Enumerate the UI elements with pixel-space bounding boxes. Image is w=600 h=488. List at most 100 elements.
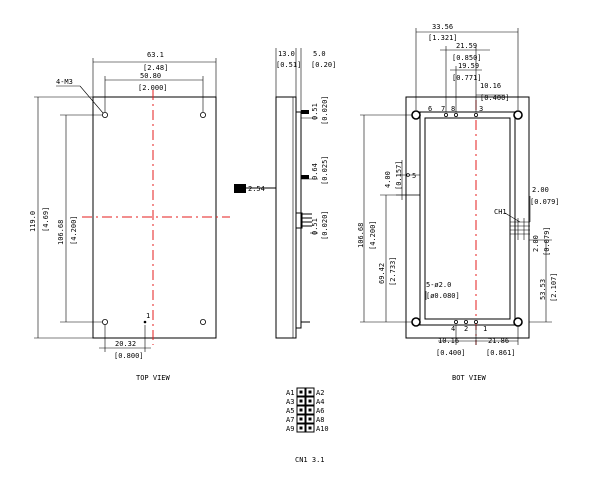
pcb-label-box xyxy=(234,184,246,193)
pin-1-marker xyxy=(143,320,147,324)
pin-right-label: A2 xyxy=(316,389,324,397)
dim-h3-in: [2.107] xyxy=(550,272,558,302)
bottom-view: 6 7 8 3 4 2 1 33.56 [1.321] 21.59 [0.850… xyxy=(357,23,560,382)
pin-label: 4 xyxy=(451,325,455,333)
mount-hole xyxy=(199,112,206,119)
side-view: 13.0 [0.51] 5.0 [0.20] 0.51 [0.020] 0.64… xyxy=(234,48,336,339)
dim-height-mm: 119.0 xyxy=(29,211,37,232)
connector-pinout: A1 A2 A3 A4 A5 A6 A7 A8 A9 A10 xyxy=(286,387,329,464)
hole-count-in: [ø0.080] xyxy=(426,292,460,300)
dim-b-mm: 0.64 xyxy=(311,163,319,180)
dim-2b-mm: 2.00 xyxy=(532,235,540,252)
dim-bl-in: [0.400] xyxy=(436,349,466,357)
dim-2a-in: [0.079] xyxy=(530,198,560,206)
dim-thickness-in: [0.51] xyxy=(276,61,301,69)
dim-pin-offset-mm: 20.32 xyxy=(115,340,136,348)
ch1-label: CH1 xyxy=(494,208,507,216)
connector-row: A3 A4 xyxy=(286,396,324,406)
mount-hole xyxy=(199,318,206,325)
dim-hole-span-mm: 50.80 xyxy=(140,72,161,80)
pin-right-label: A10 xyxy=(316,425,329,433)
pin-label: 1 xyxy=(483,325,487,333)
dim-a-in: [0.020] xyxy=(321,95,329,125)
side-connector-b xyxy=(301,175,309,179)
dim-c-mm: 0.51 xyxy=(311,218,319,235)
mount-hole xyxy=(411,317,421,327)
dim-width-in: [2.48] xyxy=(143,64,168,72)
pin-pad xyxy=(473,113,478,118)
side-connector-a xyxy=(301,110,309,114)
top-view-label: TOP VIEW xyxy=(136,374,171,382)
dim-h3-mm: 53.53 xyxy=(539,279,547,300)
pin-pad xyxy=(406,173,410,177)
bottom-view-label: BOT VIEW xyxy=(452,374,487,382)
dim-br-mm: 21.86 xyxy=(488,337,509,345)
connector-row: A7 A8 xyxy=(286,414,324,424)
pin-pad xyxy=(453,319,458,324)
top-view: 1 4-M3 63.1 [2.48] 50.80 [2.000] 119.0 [… xyxy=(29,51,230,382)
dim-hole-span-in: [2.000] xyxy=(138,84,168,92)
pin-left-label: A9 xyxy=(286,425,294,433)
pin-right-label: A8 xyxy=(316,416,324,424)
pin-left-label: A5 xyxy=(286,407,294,415)
dim-board-mm: 5.0 xyxy=(313,50,326,58)
dim-9-in: [0.157] xyxy=(395,160,403,190)
bottom-view-outline xyxy=(405,96,530,339)
hole-note: 4-M3 xyxy=(56,78,73,86)
pin-pad xyxy=(453,113,458,118)
pin-left-label: A7 xyxy=(286,416,294,424)
dim-w2-in: [0.850] xyxy=(452,54,482,62)
dim-hole-height-in: [4.200] xyxy=(70,215,78,245)
ch1-chamfer-detail xyxy=(510,218,530,240)
dim-a-mm: 0.51 xyxy=(311,103,319,120)
dim-board-in: [0.20] xyxy=(311,61,336,69)
display-window-outer xyxy=(419,111,516,326)
connector-row: A9 A10 xyxy=(286,423,329,433)
dim-height-in: [4.69] xyxy=(42,207,50,232)
mount-hole xyxy=(513,110,523,120)
dim-b-in: [0.025] xyxy=(321,155,329,185)
dim-c-in: [0.020] xyxy=(321,210,329,240)
pin-label: 6 xyxy=(428,105,432,113)
pin-right-label: A4 xyxy=(316,398,324,406)
dim-br-in: [0.861] xyxy=(486,349,516,357)
pin-left-label: A3 xyxy=(286,398,294,406)
side-header-pins xyxy=(295,212,312,229)
dim-h1-in: [4.200] xyxy=(369,220,377,250)
pin-label: 7 xyxy=(441,105,445,113)
dim-w1-mm: 33.56 xyxy=(432,23,453,31)
dim-pin-offset-in: [0.800] xyxy=(114,352,144,360)
pin-label: 3 xyxy=(479,105,483,113)
pin-5-label: 5 xyxy=(412,172,416,180)
mount-hole xyxy=(411,110,421,120)
dim-width-mm: 63.1 xyxy=(147,51,164,59)
side-view-pcb xyxy=(295,111,302,329)
pcb-label: 2.54 xyxy=(248,185,265,193)
pin-right-label: A6 xyxy=(316,407,324,415)
pin-pad xyxy=(463,319,468,324)
dim-w4-mm: 10.16 xyxy=(480,82,501,90)
dim-w2-mm: 21.59 xyxy=(456,42,477,50)
dim-h1-mm: 106.68 xyxy=(357,223,365,248)
connector-row: A1 A2 xyxy=(286,387,324,397)
dim-w1-in: [1.321] xyxy=(428,34,458,42)
dim-h2-in: [2.733] xyxy=(389,256,397,286)
pin-pad xyxy=(473,319,478,324)
dim-2b-in: [0.079] xyxy=(543,226,551,256)
pin-label: 8 xyxy=(451,105,455,113)
mount-hole xyxy=(102,112,109,119)
dim-thickness-mm: 13.0 xyxy=(278,50,295,58)
pin-1-label: 1 xyxy=(146,312,150,320)
connector-label: CN1 3.1 xyxy=(295,456,325,464)
dim-w3-mm: 19.59 xyxy=(458,62,479,70)
connector-row: A5 A6 xyxy=(286,405,324,415)
mount-hole xyxy=(513,317,523,327)
dim-w4-in: [0.400] xyxy=(480,94,510,102)
pin-left-label: A1 xyxy=(286,389,294,397)
mount-hole xyxy=(102,318,109,325)
dim-w3-in: [0.771] xyxy=(452,74,482,82)
dim-2a-mm: 2.00 xyxy=(532,186,549,194)
dim-bl-mm: 10.16 xyxy=(438,337,459,345)
dim-9-mm: 4.00 xyxy=(384,171,392,188)
